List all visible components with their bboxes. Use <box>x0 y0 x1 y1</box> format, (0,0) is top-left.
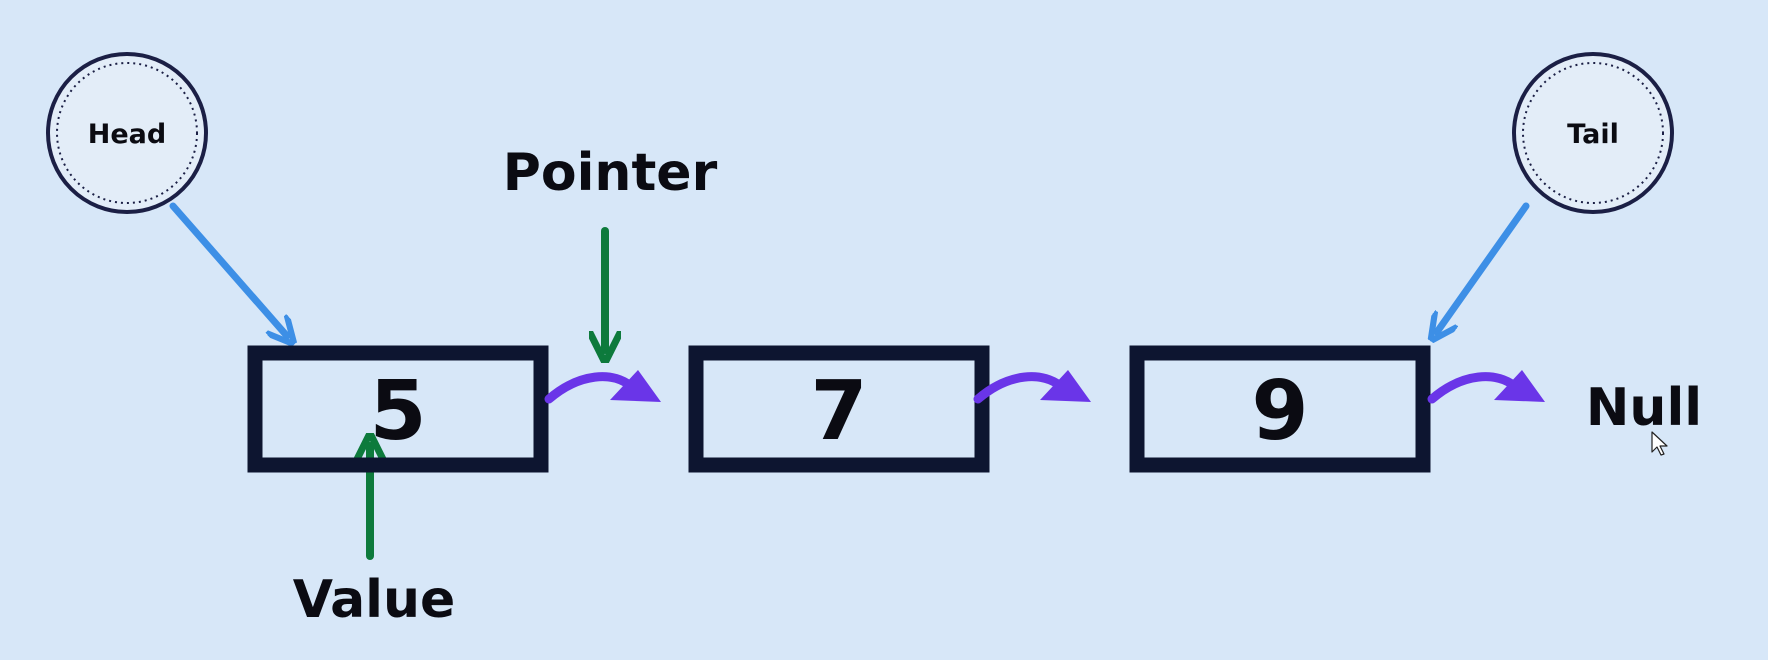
next-arrow-3 <box>1427 370 1545 404</box>
list-node-3: 9 <box>1129 345 1431 473</box>
head-arrow <box>169 202 287 336</box>
null-label: Null <box>1586 378 1702 438</box>
list-node-1: 5 <box>247 345 549 473</box>
node-value: 5 <box>369 364 426 459</box>
value-label: Value <box>293 570 456 630</box>
list-node-2: 7 <box>688 345 990 473</box>
node-box <box>1129 345 1431 473</box>
tail-label: Tail <box>1567 119 1619 150</box>
tail-circle-dotted-ring <box>1522 62 1664 204</box>
pointer-label: Pointer <box>503 143 718 203</box>
node-box <box>247 345 549 473</box>
head-node: Head <box>46 52 208 214</box>
head-circle-dotted-ring <box>56 62 198 204</box>
head-label: Head <box>88 119 166 150</box>
head-circle <box>46 52 208 214</box>
node-value: 9 <box>1251 364 1308 459</box>
node-value: 7 <box>810 364 867 459</box>
next-arrow-1 <box>544 370 661 404</box>
mouse-cursor-icon <box>1651 431 1668 456</box>
next-arrow-2 <box>973 370 1091 404</box>
tail-circle <box>1512 52 1674 214</box>
tail-node: Tail <box>1512 52 1674 214</box>
node-box <box>688 345 990 473</box>
tail-arrow <box>1437 202 1530 332</box>
